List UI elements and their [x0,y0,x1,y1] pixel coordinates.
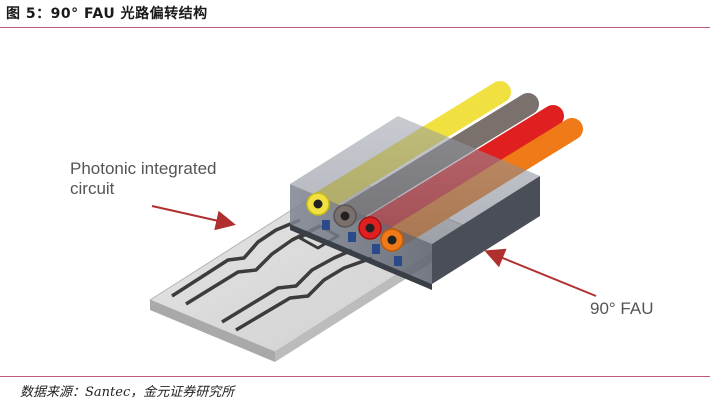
pic-arrow [151,205,236,231]
figure-title: 图 5：90° FAU 光路偏转结构 [6,6,208,22]
coupler-3 [372,244,380,254]
label-pic-line1: Photonic integrated [70,159,217,178]
waveguide-4 [235,256,373,332]
grating-couplers [322,220,402,266]
fau-diagram: Photonic integrated circuit 90° FAU [70,81,654,362]
waveguide-1 [171,218,301,298]
fiber-core-yellow [313,199,323,209]
figure-source: 数据来源：Santec，金元证券研究所 [20,385,235,400]
coupler-4 [394,256,402,266]
source-rule [0,376,710,377]
fiber-core-gray [340,211,350,221]
title-rule [0,27,710,28]
fiber-core-red [365,223,375,233]
label-pic-line2: circuit [70,179,115,198]
fau-block-side [432,176,540,284]
waveguide-2 [185,224,321,306]
coupler-1 [322,220,330,230]
fiber-core-orange [387,235,397,245]
coupler-2 [348,232,356,242]
chip-front-edge [150,300,275,362]
waveguide-3 [221,248,353,324]
label-fau: 90° FAU [590,299,654,318]
fau-block-base [290,224,432,290]
fiber-end-faces [306,192,404,252]
fau-arrow [484,248,597,297]
fau-block-top [290,116,540,244]
